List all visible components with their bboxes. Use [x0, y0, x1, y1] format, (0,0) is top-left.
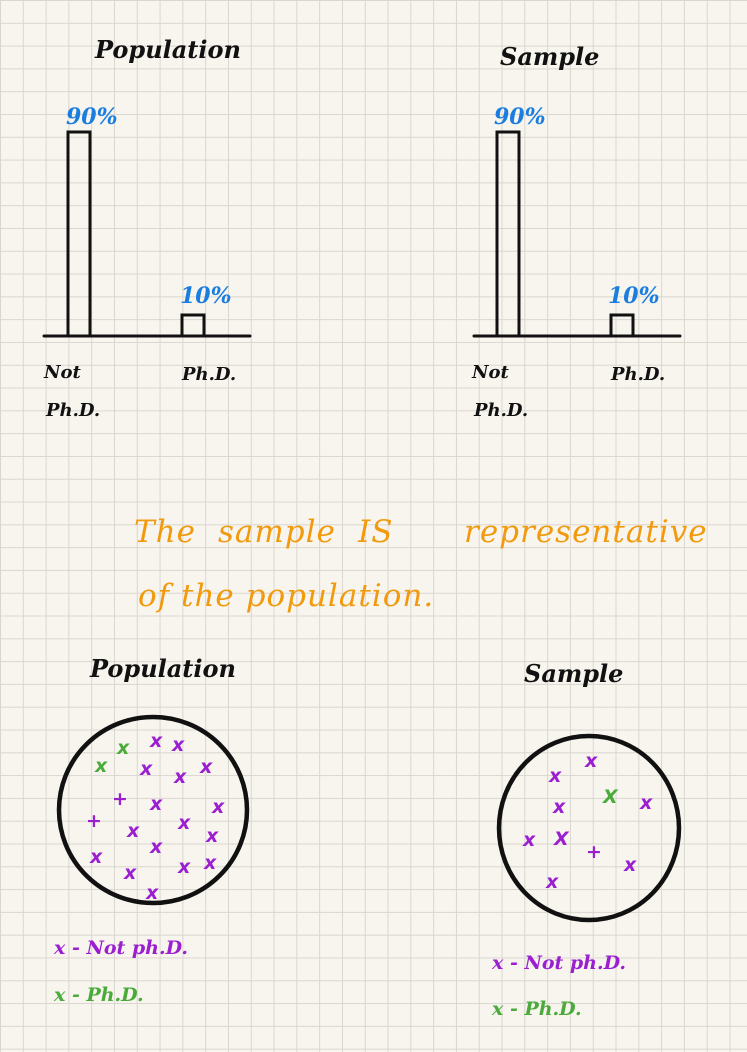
- sample-bar-phd: [609, 313, 635, 338]
- population-phd-mark: x: [117, 737, 130, 759]
- population-legend-not-phd: x - Not ph.D.: [54, 937, 188, 959]
- legend-purple-x-symbol: x: [492, 952, 504, 974]
- sample-circle-title: Sample: [524, 659, 624, 688]
- legend-phd-text: - Ph.D.: [509, 998, 582, 1020]
- sample-phd-label: Ph.D.: [611, 364, 666, 385]
- sample-legend-phd: x - Ph.D.: [492, 998, 582, 1020]
- sample-not-phd-mark: x: [549, 765, 562, 787]
- note-word-representative: representative: [464, 514, 708, 550]
- population-bar-phd: [180, 313, 206, 338]
- sample-not-phd-mark: x: [553, 796, 566, 818]
- population-circle: [56, 714, 250, 906]
- population-phd-label: Ph.D.: [182, 364, 237, 385]
- sample-circle: [496, 733, 682, 923]
- sample-not-phd-mark: x: [523, 829, 536, 851]
- sample-not-phd-mark: x: [624, 854, 637, 876]
- sample-not-phd-mark: x: [546, 871, 559, 893]
- population-legend-phd: x - Ph.D.: [54, 984, 144, 1006]
- sample-phd-percent: 10%: [608, 283, 660, 309]
- sample-not-phd-label-line1: Not: [472, 362, 509, 383]
- sample-not-phd-mark: x: [640, 792, 653, 814]
- legend-not-phd-text: - Not ph.D.: [71, 937, 189, 959]
- population-not-phd-label-line1: Not: [44, 362, 81, 383]
- population-not-phd-mark: x: [178, 856, 191, 878]
- sample-legend-not-phd: x - Not ph.D.: [492, 952, 626, 974]
- legend-phd-text: - Ph.D.: [71, 984, 144, 1006]
- sample-chart-title: Sample: [500, 42, 600, 71]
- population-not-phd-mark: +: [112, 788, 128, 810]
- population-not-phd-mark: +: [86, 810, 102, 832]
- legend-green-x-symbol: x: [492, 998, 504, 1020]
- population-not-phd-mark: x: [206, 825, 219, 847]
- population-not-phd-mark: x: [146, 882, 159, 904]
- population-not-phd-mark: x: [90, 846, 103, 868]
- population-not-phd-mark: x: [174, 766, 187, 788]
- note-line2: of the population.: [138, 578, 435, 614]
- sample-not-phd-mark: x: [585, 750, 598, 772]
- population-not-phd-mark: x: [200, 756, 213, 778]
- population-circle-title: Population: [90, 654, 236, 683]
- sample-not-phd-percent: 90%: [494, 104, 546, 130]
- sample-bar-not-phd: [495, 130, 521, 338]
- population-not-phd-mark: x: [124, 862, 137, 884]
- note-word-is: IS: [358, 514, 394, 550]
- legend-not-phd-text: - Not ph.D.: [509, 952, 627, 974]
- population-phd-percent: 10%: [180, 283, 232, 309]
- population-not-phd-mark: x: [150, 836, 163, 858]
- sample-phd-mark: X: [603, 786, 618, 808]
- sample-not-phd-mark: +: [586, 841, 602, 863]
- population-not-phd-mark: x: [140, 758, 153, 780]
- population-not-phd-mark: x: [212, 796, 225, 818]
- legend-purple-x-symbol: x: [54, 937, 66, 959]
- sample-not-phd-label-line2: Ph.D.: [474, 400, 529, 421]
- population-not-phd-mark: x: [172, 734, 185, 756]
- note-word-sample: sample: [218, 514, 336, 550]
- note-word-the: The: [134, 514, 196, 550]
- population-not-phd-label-line2: Ph.D.: [46, 400, 101, 421]
- population-bar-not-phd: [66, 130, 92, 338]
- population-not-phd-mark: x: [150, 730, 163, 752]
- population-phd-mark: x: [95, 755, 108, 777]
- population-chart-title: Population: [95, 35, 241, 64]
- population-not-phd-percent: 90%: [66, 104, 118, 130]
- population-not-phd-mark: x: [178, 812, 191, 834]
- sample-not-phd-mark: X: [554, 828, 569, 850]
- population-not-phd-mark: x: [127, 820, 140, 842]
- legend-green-x-symbol: x: [54, 984, 66, 1006]
- population-not-phd-mark: x: [150, 793, 163, 815]
- population-not-phd-mark: x: [204, 852, 217, 874]
